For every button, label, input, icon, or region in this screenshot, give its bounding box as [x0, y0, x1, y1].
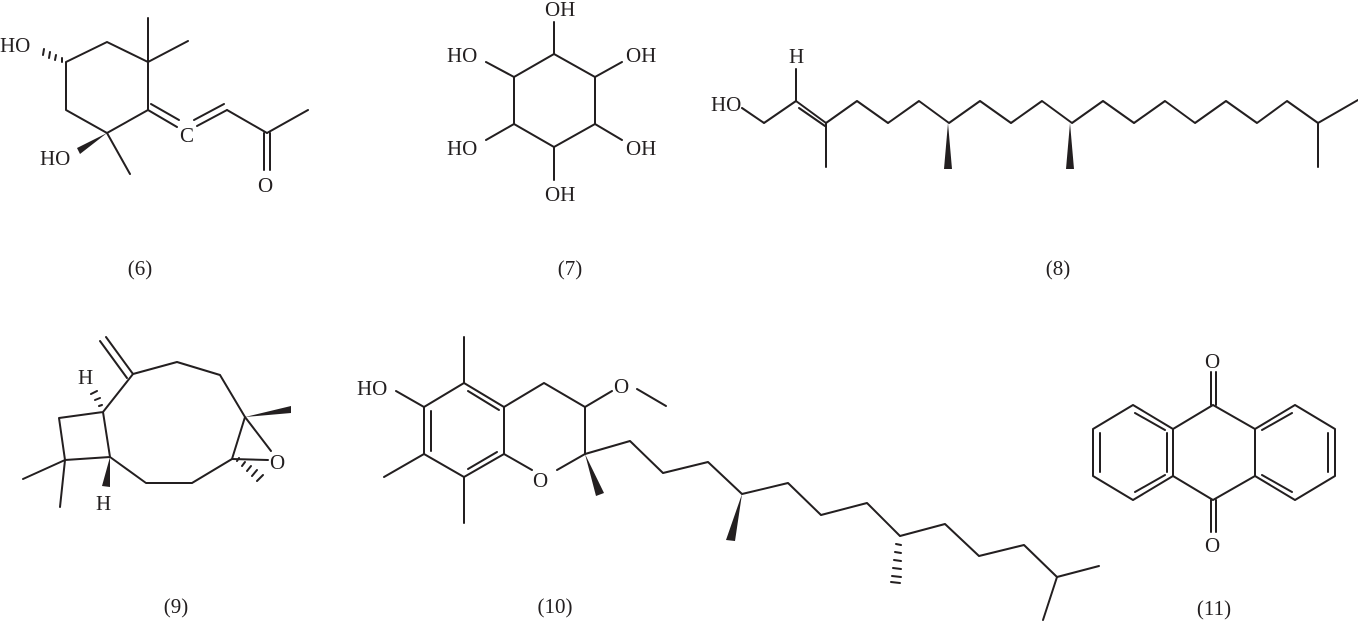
- compound-10-structure: O O HO: [357, 336, 1100, 621]
- caption-compound-11: (11): [1196, 596, 1232, 620]
- caption-compound-9: (9): [163, 594, 189, 618]
- compound-7-oh-lr: OH: [626, 136, 656, 160]
- compound-7-ho-ll: HO: [447, 136, 477, 160]
- compound-10-o-ring: O: [533, 468, 548, 492]
- compound-7-oh-ur: OH: [626, 43, 656, 67]
- compound-6-c-allene: C: [180, 123, 194, 147]
- compound-7-oh-bottom: OH: [545, 182, 575, 206]
- compound-10-o-methoxy: O: [614, 374, 629, 398]
- compound-7-structure: OH HO OH HO OH OH: [447, 0, 656, 206]
- compound-6-ho-top: HO: [0, 33, 30, 57]
- compound-11-structure: O O: [1092, 349, 1336, 557]
- compound-11-o-top: O: [1205, 349, 1220, 373]
- caption-compound-8: (8): [1045, 256, 1071, 280]
- compound-11-o-bottom: O: [1205, 533, 1220, 557]
- compound-9-o-epoxide: O: [270, 450, 285, 474]
- compound-6-ho-bottom: HO: [40, 146, 70, 170]
- compound-8-structure: HO H: [711, 44, 1358, 169]
- compound-9-h-top: H: [78, 365, 93, 389]
- compound-6-o-ketone: O: [258, 173, 273, 197]
- compound-8-h: H: [789, 44, 804, 68]
- compound-6-structure: HO HO C O: [0, 17, 309, 197]
- compound-7-ho-ul: HO: [447, 43, 477, 67]
- caption-compound-6: (6): [127, 256, 153, 280]
- compound-7-oh-top: OH: [545, 0, 575, 21]
- compound-10-ho: HO: [357, 376, 387, 400]
- compound-9-structure: O H H: [22, 336, 291, 515]
- compound-8-ho: HO: [711, 92, 741, 116]
- caption-compound-7: (7): [557, 256, 583, 280]
- caption-compound-10: (10): [537, 594, 573, 618]
- compound-9-h-bottom: H: [96, 491, 111, 515]
